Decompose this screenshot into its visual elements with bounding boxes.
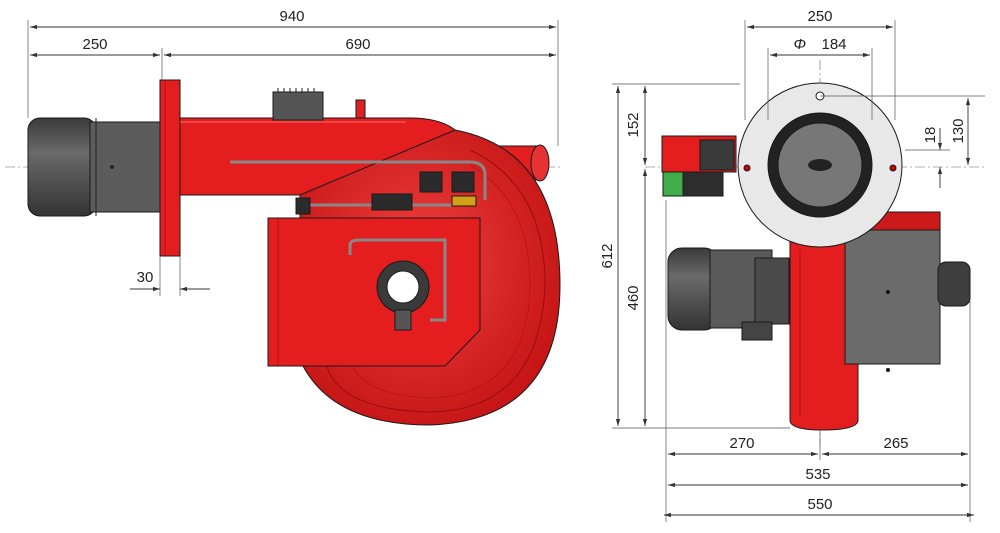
- dim-axis-to-bottom: 460: [625, 285, 642, 310]
- dim-flange-thickness: 30: [137, 269, 154, 286]
- connector-box: [272, 91, 324, 121]
- front-volute: [789, 239, 859, 431]
- front-flange: [737, 82, 903, 248]
- dim-overall-length: 940: [279, 8, 304, 25]
- front-dimensions-top: 250 Φ 184: [744, 8, 896, 120]
- side-view: 940 250 690 30: [5, 8, 561, 426]
- front-dimensions-left: 612 152 460: [599, 83, 790, 429]
- blast-tube: [27, 117, 165, 217]
- fan-motor: [667, 247, 790, 341]
- tube-center-mark: [110, 165, 114, 169]
- control-box: [844, 211, 971, 372]
- front-view: 250 Φ 184 130 18 612 152 460: [599, 8, 985, 522]
- dim-overall-height: 612: [599, 243, 616, 268]
- front-dimensions-right: 130 18: [820, 95, 985, 188]
- air-box: [267, 217, 481, 367]
- dim-bore-diameter: 184: [821, 36, 846, 53]
- dim-hole-offset: 18: [922, 127, 939, 144]
- dim-width-a: 535: [805, 466, 830, 483]
- mounting-flange: [159, 79, 181, 257]
- dim-left-of-axis: 270: [729, 435, 754, 452]
- front-dimensions-bottom: 270 265 535 550: [664, 200, 974, 522]
- dim-head-length: 250: [82, 36, 107, 53]
- front-connectors: [661, 135, 737, 197]
- dim-body-length: 690: [345, 36, 370, 53]
- dim-top-to-axis: 152: [625, 112, 642, 137]
- dim-axis-height: 130: [950, 118, 967, 143]
- dim-bore-symbol: Φ: [793, 36, 806, 53]
- side-dimensions: 940 250 690 30: [27, 8, 559, 296]
- dim-flange-width: 250: [807, 8, 832, 25]
- indicator-lamp: [355, 99, 366, 119]
- dim-right-of-axis: 265: [883, 435, 908, 452]
- valves: [295, 171, 477, 215]
- pressure-switch: [376, 260, 430, 331]
- dim-width-b: 550: [807, 496, 832, 513]
